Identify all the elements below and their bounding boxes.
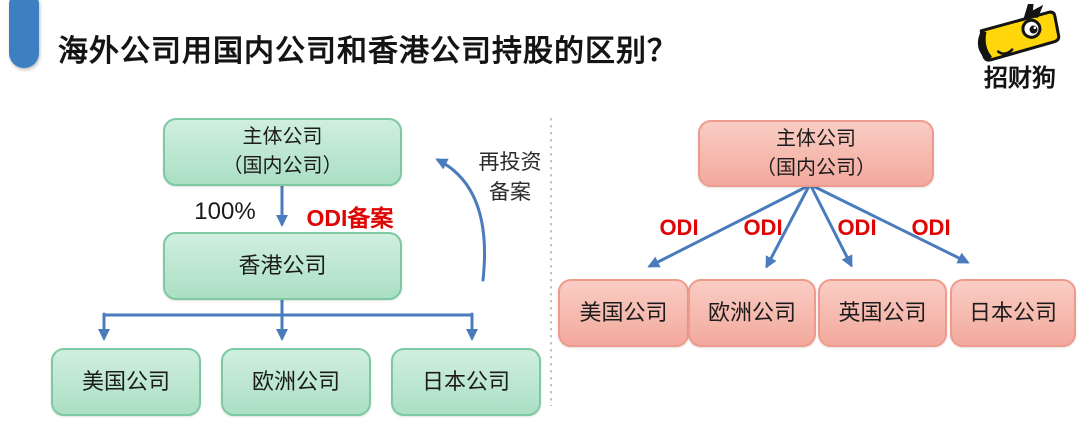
odi-label-3: ODI bbox=[837, 215, 877, 240]
hk-company-node: 香港公司 bbox=[163, 232, 402, 300]
left-child-us-node: 美国公司 bbox=[51, 348, 201, 416]
left-child-eu-label: 欧洲公司 bbox=[251, 369, 340, 395]
right-root-line1: 主体公司 bbox=[776, 127, 856, 150]
right-child-eu-label: 欧洲公司 bbox=[707, 300, 796, 326]
right-root-line2: （国内公司） bbox=[756, 156, 876, 179]
brand-logo: 招财狗 bbox=[977, 4, 1061, 92]
hk-company-label: 香港公司 bbox=[238, 253, 327, 279]
right-child-us-node: 美国公司 bbox=[558, 279, 689, 347]
reinvest-line2: 备案 bbox=[489, 180, 531, 204]
left-child-jp-label: 日本公司 bbox=[421, 369, 510, 395]
right-child-jp-node: 日本公司 bbox=[950, 279, 1076, 347]
right-child-uk-label: 英国公司 bbox=[838, 300, 927, 326]
right-root-company-node: 主体公司 （国内公司） bbox=[698, 120, 934, 187]
left-child-eu-node: 欧洲公司 bbox=[221, 348, 371, 416]
left-root-line1: 主体公司 bbox=[242, 126, 323, 148]
right-child-eu-node: 欧洲公司 bbox=[688, 279, 816, 347]
left-root-line2: （国内公司） bbox=[222, 155, 343, 177]
reinvest-line1: 再投资 bbox=[478, 151, 542, 174]
reinvest-filing-note: 再投资 备案 bbox=[463, 148, 557, 208]
right-child-jp-label: 日本公司 bbox=[968, 300, 1057, 326]
right-child-us-label: 美国公司 bbox=[579, 300, 668, 326]
ownership-percent-label: 100% bbox=[194, 198, 256, 225]
odi-label-1: ODI bbox=[659, 215, 699, 240]
dog-head-icon bbox=[977, 4, 1061, 62]
title-accent-bar bbox=[9, 0, 39, 68]
odi-label-2: ODI bbox=[743, 215, 783, 240]
odi-label-4: ODI bbox=[911, 215, 951, 240]
left-child-jp-node: 日本公司 bbox=[391, 348, 541, 416]
left-child-us-label: 美国公司 bbox=[81, 369, 170, 395]
odi-filing-label: ODI备案 bbox=[306, 205, 394, 231]
left-root-company-node: 主体公司 （国内公司） bbox=[163, 118, 402, 186]
logo-text: 招财狗 bbox=[984, 65, 1056, 92]
page-title: 海外公司用国内公司和香港公司持股的区别？ bbox=[58, 35, 678, 68]
dog-smile bbox=[996, 48, 1014, 56]
right-child-uk-node: 英国公司 bbox=[818, 279, 947, 347]
dog-ear-left bbox=[977, 30, 992, 60]
dog-ear-top bbox=[1023, 4, 1044, 18]
